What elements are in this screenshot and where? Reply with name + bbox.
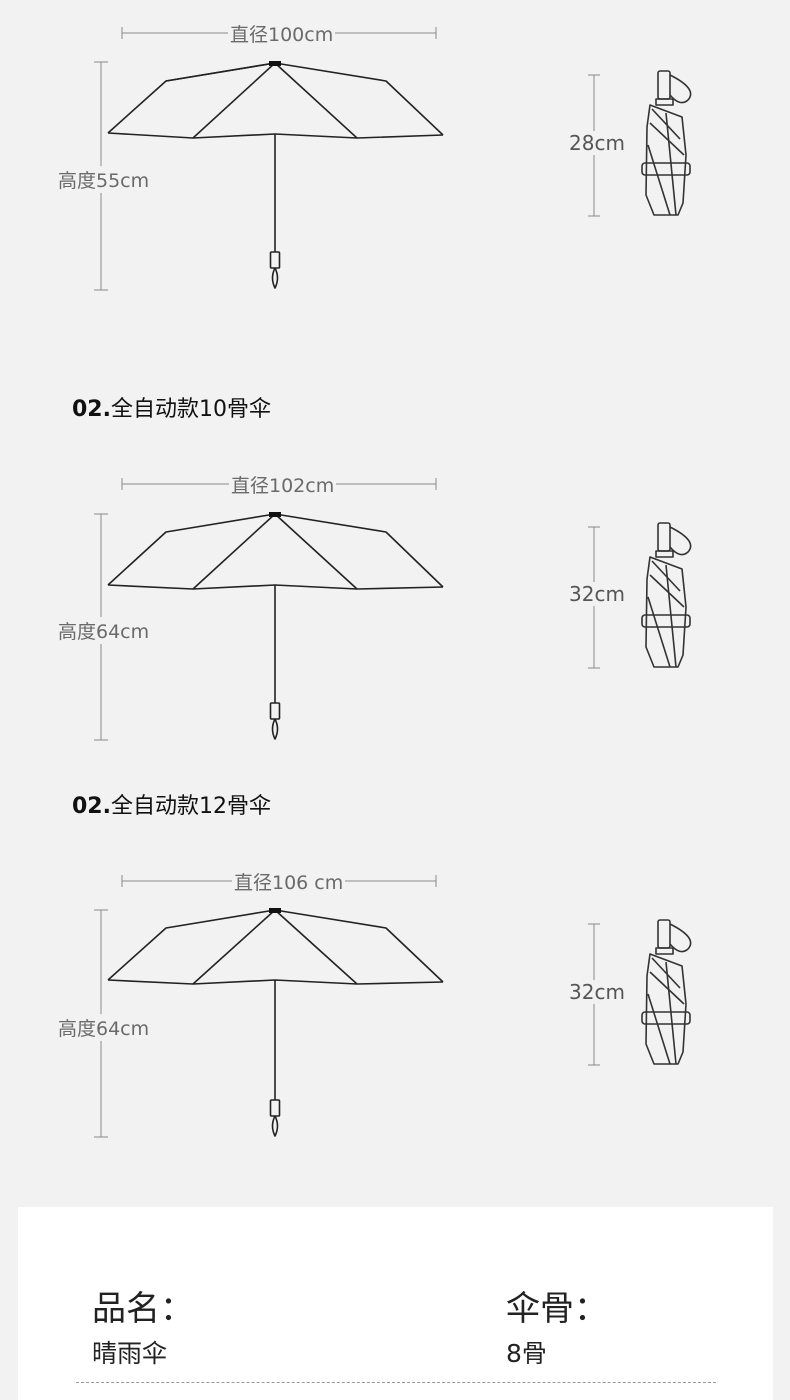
heading-number: 02.	[72, 397, 111, 422]
umbrella-model-1: 直径100cm 高度55cm 28cm	[0, 0, 790, 330]
spec-card: 品名： 晴雨伞 伞骨： 8骨	[18, 1207, 773, 1400]
open-umbrella-diagram	[94, 27, 444, 291]
diameter-label: 直径100cm	[228, 20, 336, 47]
section-heading-10-ribs: 02.全自动款10骨伞	[72, 391, 271, 423]
closed-umbrella-diagram	[588, 70, 692, 217]
height-label: 高度55cm	[56, 166, 152, 193]
closed-umbrella-diagram	[588, 919, 692, 1066]
folded-length-label: 32cm	[567, 582, 627, 606]
product-name-label: 品名：	[92, 1289, 194, 1329]
open-umbrella-diagram	[94, 478, 444, 741]
closed-umbrella-diagram	[588, 522, 692, 669]
height-label: 高度64cm	[56, 1014, 152, 1041]
diameter-label: 直径102cm	[229, 471, 337, 498]
ribs-label: 伞骨：	[506, 1289, 608, 1329]
open-umbrella-diagram	[94, 875, 444, 1138]
folded-length-label: 32cm	[567, 980, 627, 1004]
heading-number: 02.	[72, 794, 111, 819]
height-label: 高度64cm	[56, 617, 152, 644]
umbrella-model-3: 直径106 cm 高度64cm 32cm	[0, 850, 790, 1150]
umbrella-model-2: 直径102cm 高度64cm 32cm	[0, 452, 790, 752]
heading-text: 全自动款10骨伞	[110, 397, 271, 422]
heading-text: 全自动款12骨伞	[110, 794, 271, 819]
product-name-value: 晴雨伞	[92, 1339, 168, 1368]
ribs-value: 8骨	[506, 1339, 547, 1368]
section-heading-12-ribs: 02.全自动款12骨伞	[72, 788, 271, 820]
dashed-divider	[76, 1382, 716, 1383]
folded-length-label: 28cm	[567, 131, 627, 155]
diameter-label: 直径106 cm	[232, 868, 346, 895]
